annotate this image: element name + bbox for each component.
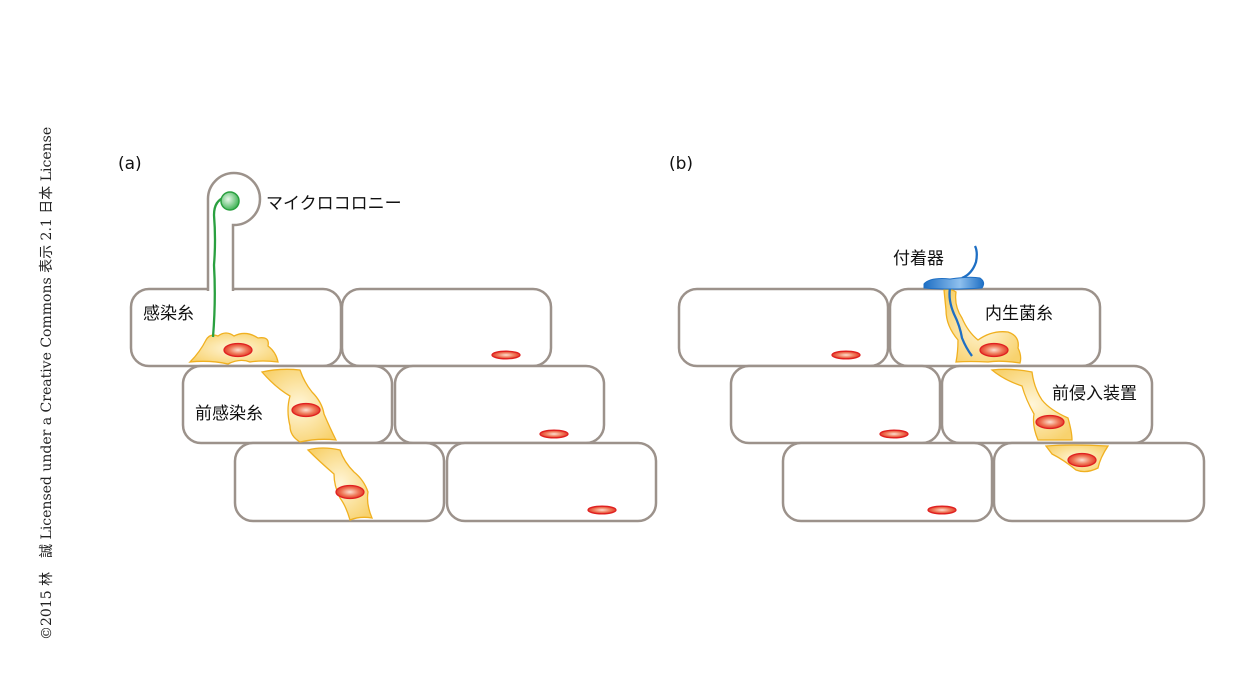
panel-a-label: (a) [118, 154, 142, 174]
infection-hypha-label: 感染糸 [143, 304, 194, 324]
infection-hypha-line [211, 195, 227, 338]
microcolony-icon [220, 191, 240, 211]
panel-b-label: (b) [669, 154, 694, 174]
copyright-notice: ©2015 林 誠 Licensed under a Creative Comm… [39, 126, 55, 640]
pre-infection-hypha-label: 前感染糸 [195, 404, 263, 424]
endophytic-hypha-label: 内生菌糸 [985, 304, 1053, 324]
microcolony-label: マイクロコロニー [266, 194, 402, 214]
prepenetration-apparatus-label: 前侵入装置 [1052, 384, 1137, 404]
plant-cells-b [677, 287, 1206, 523]
appressorium-label: 付着器 [893, 249, 944, 269]
nuclei [223, 342, 1097, 515]
appressorium-icon [923, 276, 985, 290]
plant-cells-a [129, 287, 658, 523]
